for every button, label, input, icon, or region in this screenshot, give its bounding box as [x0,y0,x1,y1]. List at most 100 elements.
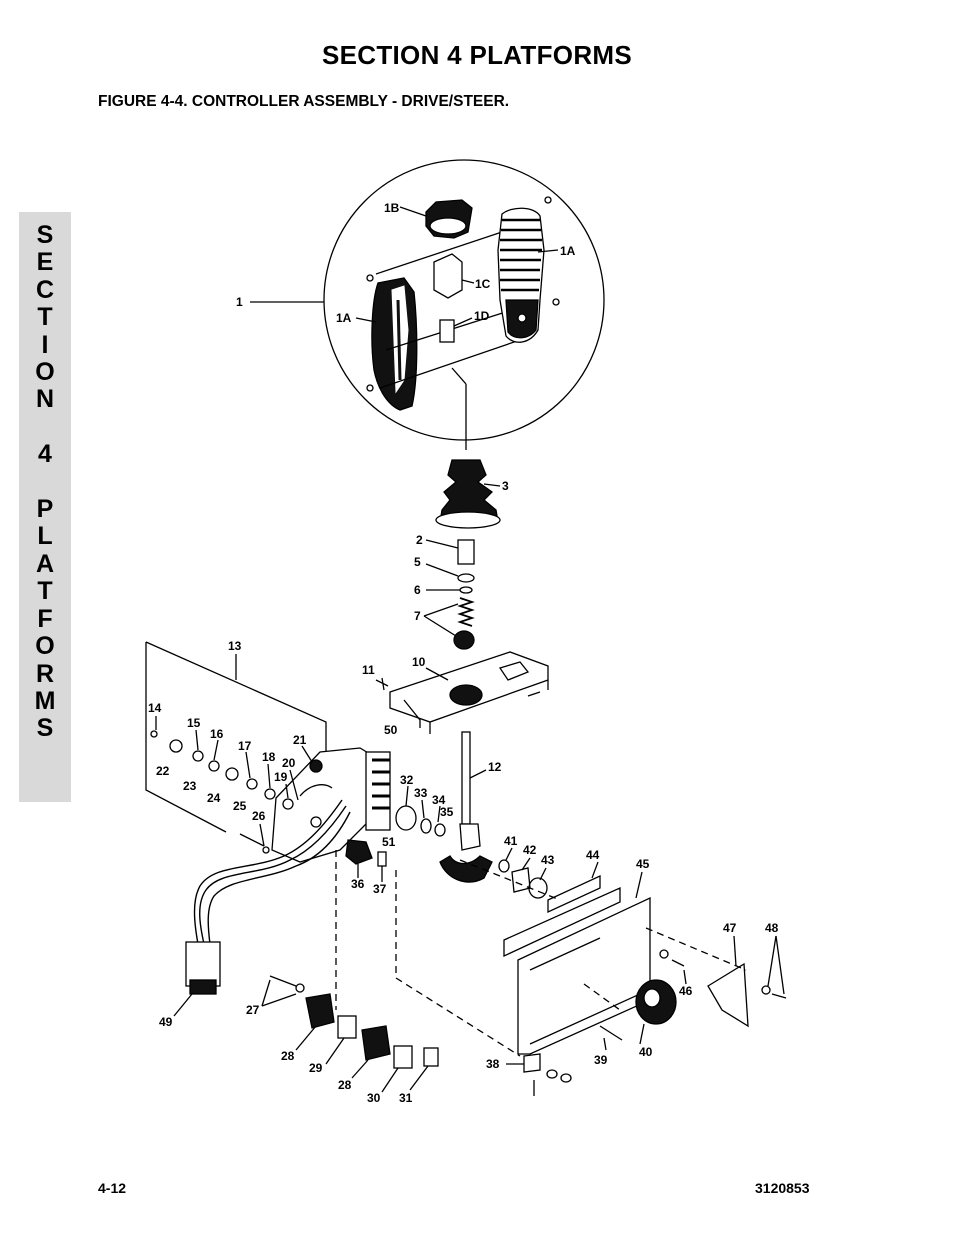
alignment-line [335,850,747,1057]
callout-12: 12 [488,760,502,774]
leader-line [423,615,457,637]
leader-line [289,769,299,801]
leader-line [591,861,599,879]
side-tab-letter: S [36,221,54,249]
centerline [451,367,467,385]
page-number: 4-12 [98,1180,127,1196]
leader-line [195,729,199,751]
leader-line [295,1025,317,1051]
spacer [457,539,475,565]
leader-line [399,206,427,217]
leader-line [325,1037,345,1065]
bushing [395,805,417,831]
side-tab-letters: S E C T I O N 4 P L A T F O R M S [19,221,71,743]
callout-25: 25 [233,799,247,813]
side-tab-letter: N [35,385,55,414]
callout-6: 6 [414,583,421,597]
leader-line [539,867,547,881]
screw-icon [269,975,297,987]
callout-37: 37 [373,882,387,896]
callout-2: 2 [416,533,423,547]
side-tab-letter: E [36,248,54,277]
washer [246,778,258,790]
leader-line [537,249,559,253]
callout-1C: 1C [475,277,491,291]
screw-icon [552,298,560,306]
callout-24: 24 [207,791,221,805]
cover [707,962,749,1028]
leader-line [261,993,297,1007]
handle-cap [425,199,473,239]
callout-17: 17 [238,739,252,753]
leader-line [483,483,501,487]
bracket-outline [145,641,327,833]
washer [262,846,270,854]
leader-line [213,739,219,761]
leader-line [437,805,441,823]
leader-line [733,935,737,967]
callout-13: 13 [228,639,242,653]
side-tab-letter: P [36,495,54,524]
leader-line [301,745,313,763]
callout-47: 47 [723,921,737,935]
callout-40: 40 [639,1045,653,1059]
handle-switch [433,253,463,299]
washer [498,859,510,873]
callout-1D: 1D [474,309,490,323]
callout-42: 42 [523,843,537,857]
screw-icon [671,959,685,967]
side-tab-letter: T [37,303,53,332]
callout-30: 30 [367,1091,381,1105]
callout-28-b: 28 [338,1078,352,1092]
screw-icon [771,993,787,999]
side-tab-letter: A [35,549,55,578]
washer [659,949,669,959]
leader-line [505,847,513,861]
callout-41: 41 [504,834,518,848]
callout-45: 45 [636,857,650,871]
mounting-plate [517,896,651,1055]
nut-assembly [345,839,373,865]
spring [457,597,475,627]
side-tab-letter: T [37,577,53,606]
document-number: 3120853 [755,1180,810,1196]
leader-line [421,799,425,819]
washer [560,1073,572,1083]
pin [599,1025,623,1041]
callout-27: 27 [246,1003,260,1017]
section-side-tab: S E C T I O N 4 P L A T F O R M S [19,212,71,802]
washer [761,985,771,995]
leader-line [767,935,777,987]
stop-bracket [523,1053,541,1073]
leader-line [285,783,289,799]
leader-line [603,1037,607,1051]
side-tab-letter: O [35,632,55,661]
leader-line [683,969,687,985]
callout-7: 7 [414,609,421,623]
callout-46: 46 [679,984,693,998]
screw-icon [150,730,158,738]
side-tab-letter: L [37,522,53,551]
washer [192,750,204,762]
leader-line [173,993,193,1017]
plate-edge [529,937,641,1045]
callout-1B: 1B [384,201,400,215]
side-tab-letter: O [35,358,55,387]
screw-icon [527,691,541,697]
leader-line [379,339,521,389]
washer [282,798,294,810]
screw-icon [375,677,389,691]
callout-21: 21 [293,733,307,747]
callout-38: 38 [486,1057,500,1071]
handle-right-grip [497,207,545,343]
leader-line [425,667,449,681]
leader-line [381,1067,399,1093]
washer [169,739,183,753]
potentiometer [635,979,677,1025]
screw-icon [366,384,374,392]
callout-14: 14 [148,701,162,715]
insulator-plate [503,886,621,958]
side-tab-letter: 4 [38,440,52,469]
leader-line [405,785,409,807]
